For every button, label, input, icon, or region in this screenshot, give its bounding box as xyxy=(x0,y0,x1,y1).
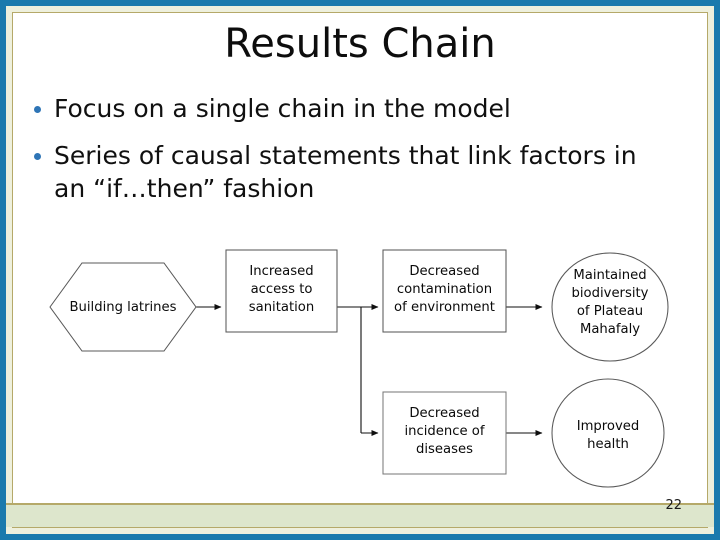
node-label: Maintained xyxy=(573,268,646,283)
node-label: Increased xyxy=(249,264,313,279)
rectangle-shape xyxy=(382,249,507,333)
node-label: health xyxy=(587,437,629,452)
rectangle-shape xyxy=(382,391,507,475)
node-label: Decreased xyxy=(409,406,479,421)
node-label: biodiversity xyxy=(572,286,649,301)
bullet-dot-icon xyxy=(34,106,41,113)
node-building-latrines[interactable]: Building latrines xyxy=(49,262,197,352)
bullet-dot-icon xyxy=(34,153,41,160)
page-title: Results Chain xyxy=(224,21,496,67)
bullet-list: Focus on a single chain in the model Ser… xyxy=(34,92,664,219)
results-chain-diagram: Building latrines Increased access to sa… xyxy=(30,225,690,505)
bottom-green-band xyxy=(6,505,714,527)
node-improved-health[interactable]: Improved health xyxy=(551,378,665,488)
node-label: access to xyxy=(251,282,313,297)
bullet-text: Series of causal statements that link fa… xyxy=(54,141,637,203)
ellipse-shape xyxy=(551,252,669,362)
bottom-tan-line xyxy=(6,503,714,505)
ellipse-shape xyxy=(551,378,665,488)
node-label: incidence of xyxy=(404,424,484,439)
node-label: contamination xyxy=(397,282,492,297)
node-label: Mahafaly xyxy=(580,322,640,337)
node-label: Building latrines xyxy=(69,300,176,315)
list-item: Focus on a single chain in the model xyxy=(34,92,664,125)
node-label: diseases xyxy=(416,442,473,457)
node-label: of environment xyxy=(394,300,495,315)
hexagon-shape xyxy=(49,262,197,352)
node-label: Improved xyxy=(577,419,640,434)
list-item: Series of causal statements that link fa… xyxy=(34,139,664,205)
node-decreased-contamination[interactable]: Decreased contamination of environment xyxy=(382,249,507,333)
rectangle-shape xyxy=(225,249,338,333)
node-label: of Plateau xyxy=(577,304,643,319)
connector-group xyxy=(196,304,543,436)
page-number: 22 xyxy=(665,498,682,513)
node-label: Decreased xyxy=(409,264,479,279)
bullet-text: Focus on a single chain in the model xyxy=(54,94,511,123)
node-label: sanitation xyxy=(249,300,315,315)
node-maintained-biodiversity[interactable]: Maintained biodiversity of Plateau Mahaf… xyxy=(551,252,669,362)
node-increased-access[interactable]: Increased access to sanitation xyxy=(225,249,338,333)
node-decreased-incidence[interactable]: Decreased incidence of diseases xyxy=(382,391,507,475)
